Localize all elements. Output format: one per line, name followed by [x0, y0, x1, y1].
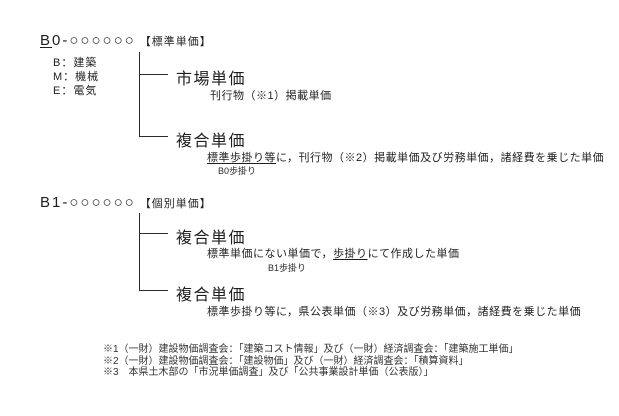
b1-hobakari-note: B1歩掛り: [268, 263, 307, 273]
code-letter-legend: B：建築 M：機械 E：電気: [53, 56, 99, 98]
b1-code: B1-○○○○○○: [40, 194, 136, 211]
b1-category-label: 【個別単価】: [139, 198, 212, 210]
b0-composite-title: 複合単価: [176, 133, 247, 150]
b0-tree-branch-composite: [140, 136, 168, 137]
b0-category-label: 【標準単価】: [139, 36, 212, 48]
b0-code-rest: 0-○○○○○○: [52, 32, 136, 49]
footnote-1: ※1（一財）建設物価調査会：「建築コスト情報」及び（一財）経済調査会：「建築施工…: [103, 344, 519, 355]
b0-market-title: 市場単価: [176, 71, 247, 88]
b1-tree-vertical-line: [139, 213, 140, 291]
b1-composite1-desc-post: にて作成した単価: [367, 248, 460, 260]
b0-composite-desc: 標準歩掛り等に，刊行物（※2）掲載単価及び労務単価，諸経費を乗じた単価: [207, 149, 604, 165]
b0-market-desc: 刊行物（※1）掲載単価: [210, 90, 332, 102]
b1-tree-branch-composite2: [140, 290, 168, 291]
b0-tree-branch-market: [140, 74, 168, 75]
footnote-3: ※3 本県土木部の「市況単価調査」及び「公共事業設計単価（公表版）」: [103, 367, 434, 378]
footnote-2: ※2（一財）建設物価調査会：「建設物価」及び（一財）経済調査会：「積算資料」: [103, 355, 469, 367]
b0-composite-desc-rest: に，刊行物（※2）掲載単価及び労務単価，諸経費を乗じた単価: [276, 152, 605, 164]
b0-tree-vertical-line: [139, 52, 140, 137]
legend-item-building: B：建築: [53, 57, 98, 69]
legend-item-machine: M：機械: [53, 71, 100, 83]
b1-composite1-title: 複合単価: [176, 230, 247, 247]
b1-composite2-title: 複合単価: [176, 287, 247, 304]
b0-code-letter: B: [40, 32, 53, 49]
footnotes: ※1（一財）建設物価調査会：「建築コスト情報」及び（一財）経済調査会：「建築施工…: [103, 344, 519, 379]
b1-composite1-desc: 標準単価にない単価で，歩掛りにて作成した単価: [207, 245, 460, 261]
b1-composite1-desc-underlined: 歩掛り: [333, 248, 368, 260]
b0-composite-desc-underlined: 標準歩掛り等: [207, 152, 276, 164]
b0-hobakari-note: B0歩掛り: [218, 166, 257, 176]
b0-heading: B0-○○○○○○【標準単価】: [40, 32, 212, 49]
legend-item-electric: E：電気: [53, 85, 98, 97]
b1-heading: B1-○○○○○○【個別単価】: [40, 194, 212, 211]
b1-composite1-desc-pre: 標準単価にない単価で，: [207, 248, 334, 260]
b1-composite2-desc: 標準歩掛り等に，県公表単価（※3）及び労務単価，諸経費を乗じた単価: [207, 306, 582, 318]
b1-tree-branch-composite1: [140, 233, 168, 234]
